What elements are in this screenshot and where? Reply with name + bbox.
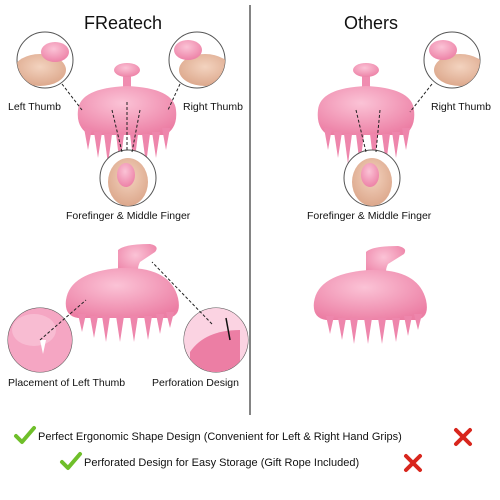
feature-perforated-text: Perforated Design for Easy Storage (Gift… — [84, 457, 360, 469]
brush-top-right — [317, 63, 415, 166]
left-thumb-photo — [16, 31, 74, 89]
callout-lines-left — [61, 83, 181, 153]
right-panel-title: Others — [344, 13, 399, 33]
label-perforation-design: Perforation Design — [152, 377, 239, 389]
brush-side-left — [65, 244, 179, 342]
cross-icon — [454, 428, 472, 446]
brush-side-right — [313, 246, 427, 344]
check-icon — [60, 452, 82, 470]
right-thumb-photo-others — [423, 31, 481, 89]
perforation-photo — [183, 307, 249, 373]
label-left-thumb: Left Thumb — [8, 101, 61, 113]
check-icon — [14, 426, 36, 444]
fingers-photo-right — [343, 149, 401, 207]
label-fingers-left: Forefinger & Middle Finger — [66, 210, 191, 222]
cross-icon — [404, 454, 422, 472]
label-fingers-right: Forefinger & Middle Finger — [307, 210, 432, 222]
left-panel-title: FReatech — [84, 13, 163, 33]
callout-lines-right — [355, 83, 433, 153]
fingers-photo-left — [99, 149, 157, 207]
brush-top-left — [77, 63, 177, 166]
label-right-thumb: Right Thumb — [183, 101, 243, 113]
callout-lines-left-bottom — [39, 261, 213, 341]
right-thumb-photo — [168, 31, 226, 89]
label-placement-left-thumb: Placement of Left Thumb — [8, 377, 126, 389]
feature-ergonomic-text: Perfect Ergonomic Shape Design (Convenie… — [38, 431, 402, 443]
label-right-thumb-others: Right Thumb — [431, 101, 491, 113]
placement-thumb-photo — [7, 307, 73, 373]
